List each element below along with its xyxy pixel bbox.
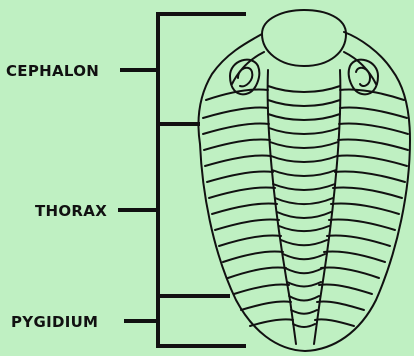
thorax-label: THORAX — [35, 202, 107, 220]
trilobite-illustration — [199, 10, 411, 351]
glabella — [262, 10, 346, 66]
body-region-brackets — [120, 14, 244, 346]
right-eye-inner — [356, 68, 370, 86]
right-pleurae — [315, 107, 408, 326]
left-eye-inner — [238, 68, 252, 87]
axial-rings — [268, 86, 340, 327]
cephalon-label: CEPHALON — [6, 62, 99, 80]
pygidium-label: PYGIDIUM — [11, 313, 98, 331]
left-pleurae — [203, 107, 293, 326]
